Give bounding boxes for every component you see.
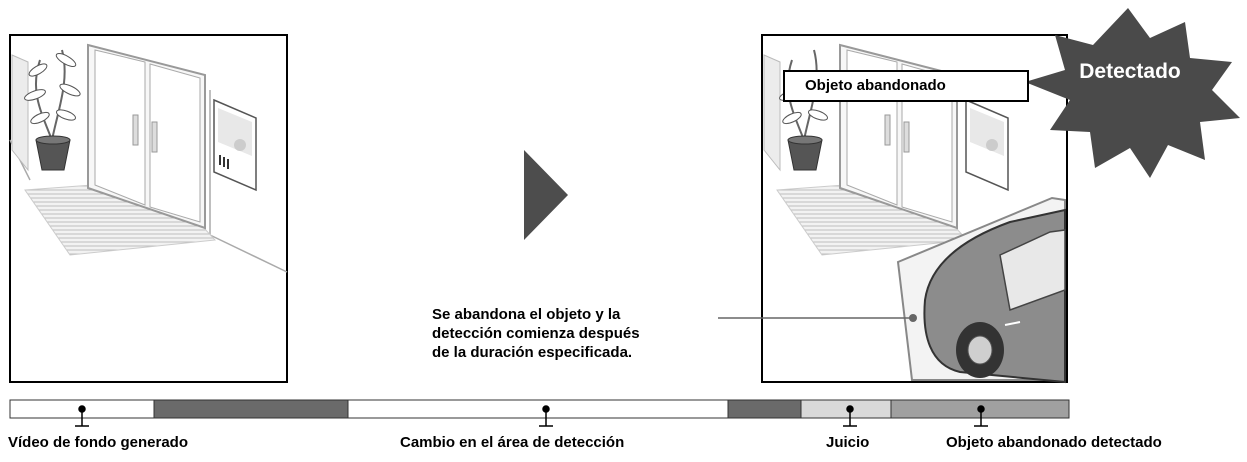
annotation-line-1: Se abandona el objeto y la	[432, 306, 621, 323]
poster-icon-after	[965, 98, 1009, 192]
detected-badge-text: Detectado	[1079, 60, 1181, 83]
timeline-segment-2	[153, 399, 349, 419]
timeline-segment-3	[347, 399, 729, 419]
timeline-segment-4	[727, 399, 802, 419]
abandoned-object-text: Objeto abandonado	[805, 77, 946, 94]
poster-icon	[213, 98, 257, 192]
detected-burst	[1025, 8, 1240, 178]
abandoned-object-label: Objeto abandonado	[783, 70, 1029, 102]
door-icon	[87, 43, 206, 230]
triangle-right-icon	[524, 150, 568, 240]
plant-pot-icon	[24, 49, 81, 171]
annotation-line-3: de la duración especificada.	[432, 344, 633, 361]
floor-edge	[209, 234, 288, 273]
annotation-line-2: detección comienza después	[432, 325, 640, 342]
scene-before	[9, 34, 288, 383]
timeline-label-judgment: Juicio	[826, 434, 870, 451]
timeline-label-detected: Objeto abandonado detectado	[946, 434, 1162, 451]
car-icon	[923, 208, 1066, 384]
timeline	[9, 399, 1070, 427]
timeline-label-change: Cambio en el área de detección	[400, 434, 625, 451]
timeline-segment-5	[800, 399, 892, 419]
annotation-note: Se abandona el objeto y la detección com…	[432, 305, 640, 362]
timeline-label-background: Vídeo de fondo generado	[8, 434, 189, 451]
